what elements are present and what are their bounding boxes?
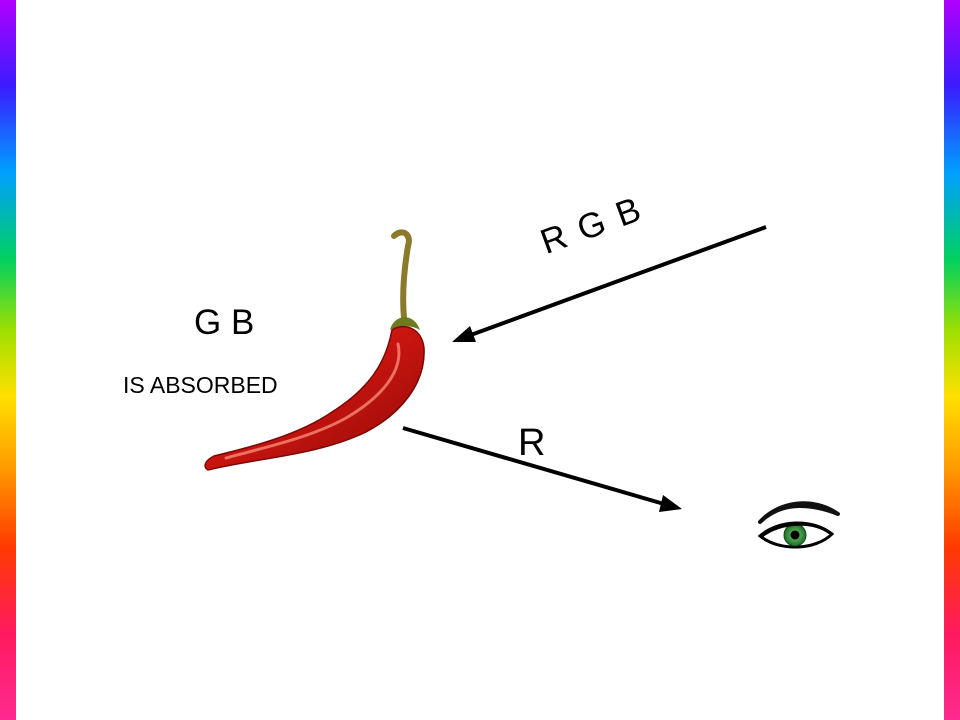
rainbow-border-left — [0, 0, 16, 720]
reflected-light-label: R — [518, 422, 546, 464]
rainbow-border-right — [944, 0, 960, 720]
incoming-light-arrow — [452, 225, 767, 342]
absorbed-colors-label: G B — [194, 303, 255, 342]
chili-pepper-icon — [204, 229, 425, 471]
absorbed-caption: IS ABSORBED — [123, 372, 278, 398]
reflected-light-arrow — [402, 426, 682, 512]
eye-icon — [757, 501, 840, 549]
